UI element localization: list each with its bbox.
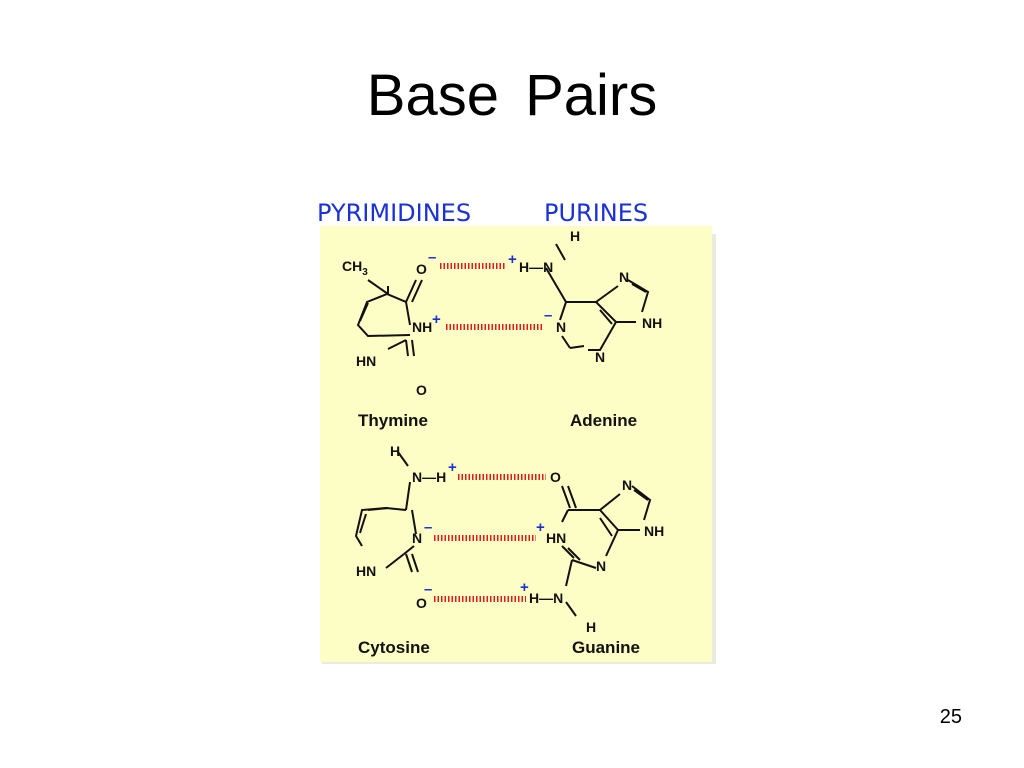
cytosine-o2: O — [416, 595, 427, 611]
guanine-nh: NH — [644, 523, 664, 539]
adenine-n-charge: – — [544, 307, 552, 324]
thymine-o-charge: – — [428, 249, 436, 266]
cytosine-n-h: N—H — [412, 469, 446, 485]
adenine-h-n: H—N — [519, 259, 553, 275]
guanine-h-charge: + — [520, 579, 529, 596]
guanine-n7: N — [622, 477, 632, 493]
guanine-hn: HN — [546, 530, 566, 546]
page-number: 25 — [939, 706, 962, 728]
guanine-h-n: H—N — [529, 590, 563, 606]
cytosine-h-top: H — [390, 443, 400, 459]
purines-header: PURINES — [544, 199, 648, 227]
cytosine-n3: N — [412, 530, 422, 546]
adenine-n7: N — [619, 269, 629, 285]
cytosine-o-charge: – — [424, 581, 432, 598]
adenine-h-top: H — [570, 228, 580, 244]
thymine-nh: NH — [412, 319, 432, 335]
thymine-label: Thymine — [358, 411, 428, 430]
guanine-label: Guanine — [572, 638, 640, 657]
thymine-o2: O — [416, 382, 427, 398]
adenine-nh: NH — [642, 315, 662, 331]
guanine-o6: O — [550, 469, 561, 485]
base-pairs-figure: PYRIMIDINES PURINES CH3 O NH HN O – + — [317, 199, 716, 664]
guanine-n3: N — [596, 558, 606, 574]
adenine-structure: H H—N N NH N N + – — [508, 228, 662, 365]
adenine-h-charge: + — [508, 251, 517, 268]
cytosine-hn: HN — [356, 563, 376, 579]
cytosine-structure: H N—H N HN O + – – — [354, 443, 457, 611]
thymine-structure: CH3 O NH HN O – + — [342, 249, 441, 398]
base-pairs-diagram: PYRIMIDINES PURINES CH3 O NH HN O – + — [300, 190, 730, 670]
thymine-o4: O — [416, 261, 427, 277]
cytosine-label: Cytosine — [358, 638, 430, 657]
thymine-ch3: CH3 — [342, 258, 368, 278]
adenine-n3: N — [595, 349, 605, 365]
pyrimidines-header: PYRIMIDINES — [317, 199, 471, 227]
adenine-label: Adenine — [570, 411, 637, 430]
cytosine-n-charge: – — [424, 519, 432, 536]
guanine-structure: O N NH HN N H—N H + + — [520, 469, 664, 635]
guanine-h-bottom: H — [586, 619, 596, 635]
adenine-n1: N — [556, 319, 566, 335]
slide-title: Base Pairs — [366, 63, 658, 128]
guanine-hn-charge: + — [536, 519, 545, 536]
thymine-hn: HN — [356, 353, 376, 369]
thymine-nh-charge: + — [432, 311, 441, 328]
cytosine-h-charge: + — [448, 459, 457, 476]
